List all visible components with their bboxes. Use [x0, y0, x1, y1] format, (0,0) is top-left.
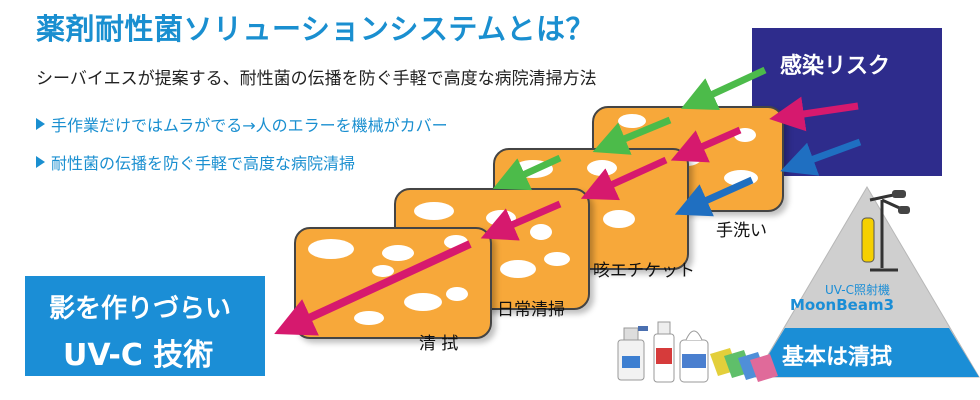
spray-bottle-icon — [617, 326, 648, 381]
device-caption: UV-C照射機 — [825, 283, 890, 297]
pyramid-graphic — [755, 186, 980, 378]
arrow-icon — [274, 240, 472, 336]
uv-box-line2: UV-C 技術 — [63, 338, 214, 373]
bullet-item-1: 手作業だけではムラがでる→人のエラーを機械がカバー — [36, 112, 448, 136]
bullet-text: 耐性菌の伝播を防ぐ手軽で高度な病院清掃 — [51, 154, 356, 173]
step-label-daily-cleaning: 日常清掃 — [497, 300, 565, 320]
pyramid-base-band — [755, 328, 979, 377]
bullet-item-2: 耐性菌の伝播を防ぐ手軽で高度な病院清掃 — [36, 150, 355, 174]
step-label-wiping: 清 拭 — [419, 334, 459, 354]
page-title: 薬剤耐性菌ソリューションシステムとは？ — [36, 12, 596, 46]
device-name: MoonBeam3 — [790, 296, 895, 314]
uv-c-technology-box: 影を作りづらい UV-C 技術 — [25, 276, 265, 376]
arrow-icon — [592, 116, 672, 155]
infection-risk-label: 感染リスク — [780, 54, 891, 79]
step-label-handwashing: 手洗い — [716, 221, 767, 241]
page-subtitle: シーバイエスが提案する、耐性菌の伝播を防ぐ手軽で高度な病院清掃方法 — [36, 69, 597, 89]
wipes-container-icon — [679, 330, 709, 383]
triangle-bullet-icon — [36, 118, 45, 130]
uv-box-line1: 影を作りづらい — [49, 294, 232, 324]
arrow-icon — [674, 176, 754, 217]
arrow-icon — [780, 138, 862, 176]
cloth-icon — [710, 348, 778, 382]
cleaning-products — [617, 321, 778, 383]
arrow-icon — [670, 126, 742, 163]
arrow-icon — [769, 96, 859, 132]
arrow-icon — [680, 66, 767, 111]
uv-lamp-icon — [861, 190, 910, 272]
bullet-text: 手作業だけではムラがでる→人のエラーを機械がカバー — [51, 116, 448, 135]
pyramid-base-label: 基本は清拭 — [782, 345, 893, 370]
step-label-cough-etiquette: 咳エチケット — [593, 261, 695, 281]
arrow-icon — [480, 200, 562, 241]
arrow-icon — [580, 156, 668, 201]
spray-bottle-icon — [653, 321, 675, 383]
arrow-icon — [492, 154, 562, 191]
triangle-bullet-icon — [36, 156, 45, 168]
